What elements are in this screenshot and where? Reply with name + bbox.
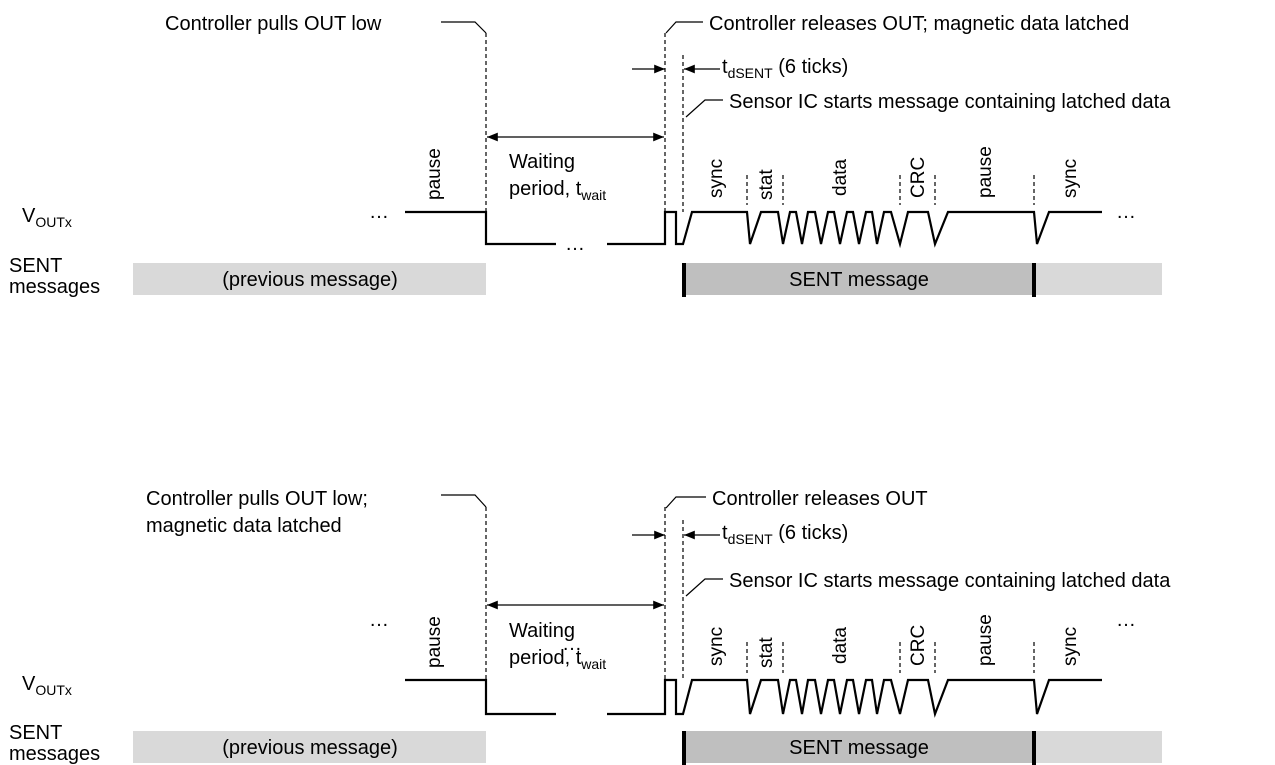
ellipsis-left: … [369,609,390,631]
segment-sync-1: sync [706,159,727,198]
ellipsis-right: … [1116,201,1137,223]
next-message-bar [1034,263,1162,295]
sent-message-label: SENT message [789,269,929,291]
next-message-bar [1034,731,1162,763]
waiting-label-line1: Waiting [509,620,575,642]
segment-crc: CRC [908,157,929,198]
previous-message-bar [133,731,486,763]
segment-stat: stat [756,637,777,668]
controller-releases-leader [665,21,703,34]
vout-waveform [405,210,556,246]
segment-crc: CRC [908,625,929,666]
segment-sync-2: sync [1060,159,1081,198]
vout-waveform [405,678,556,716]
sensor-start-leader [685,99,723,118]
sent-message-label: SENT message [789,737,929,759]
sensor-start-label: Sensor IC starts message containing latc… [729,91,1171,113]
previous-message-label: (previous message) [222,269,398,291]
controller-pulls-leader [441,494,487,508]
sent-row-label-line2: messages [9,276,100,298]
controller-pulls-label-line2: magnetic data latched [146,515,342,537]
controller-releases-leader [665,496,706,509]
sent-row-label-line2: messages [9,743,100,765]
waiting-label-line1: Waiting [509,151,575,173]
vout-waveform-cont [607,210,1102,249]
segment-pause-1: pause [424,616,445,668]
ellipsis-low: … [565,233,586,255]
sent-message-bar [683,731,1034,763]
segment-data: data [830,627,851,664]
ellipsis-low: … [562,633,583,655]
controller-releases-label: Controller releases OUT; magnetic data l… [709,13,1129,35]
segment-pause-1: pause [424,148,445,200]
controller-pulls-label: Controller pulls OUT low; [146,488,368,510]
tdsent-label: tdSENT (6 ticks) [722,56,848,81]
controller-pulls-leader [441,21,487,34]
segment-sync-1: sync [706,627,727,666]
ellipsis-right: … [1116,609,1137,631]
sensor-start-label: Sensor IC starts message containing latc… [729,570,1171,592]
sent-message-bar [683,263,1034,295]
segment-pause-2: pause [975,614,996,666]
segment-pause-2: pause [975,146,996,198]
segment-sync-2: sync [1060,627,1081,666]
previous-message-bar [133,263,486,295]
sent-row-label-line1: SENT [9,255,62,277]
previous-message-label: (previous message) [222,737,398,759]
waiting-label-line2: period, twait [509,178,606,203]
vout-waveform-cont [607,678,1102,718]
waiting-label-line2: period, twait [509,647,606,672]
sent-row-label-line1: SENT [9,722,62,744]
controller-pulls-label: Controller pulls OUT low [165,13,382,35]
controller-releases-label: Controller releases OUT [712,488,928,510]
segment-data: data [830,159,851,196]
vout-label: VOUTx [22,673,72,698]
vout-label: VOUTx [22,205,72,230]
segment-stat: stat [756,169,777,200]
sensor-start-leader [685,578,723,597]
tdsent-label: tdSENT (6 ticks) [722,522,848,547]
panel-1: Controller pulls OUT low Controller rele… [9,13,1171,298]
ellipsis-left: … [369,201,390,223]
panel-2: Controller pulls OUT low; magnetic data … [9,488,1171,765]
